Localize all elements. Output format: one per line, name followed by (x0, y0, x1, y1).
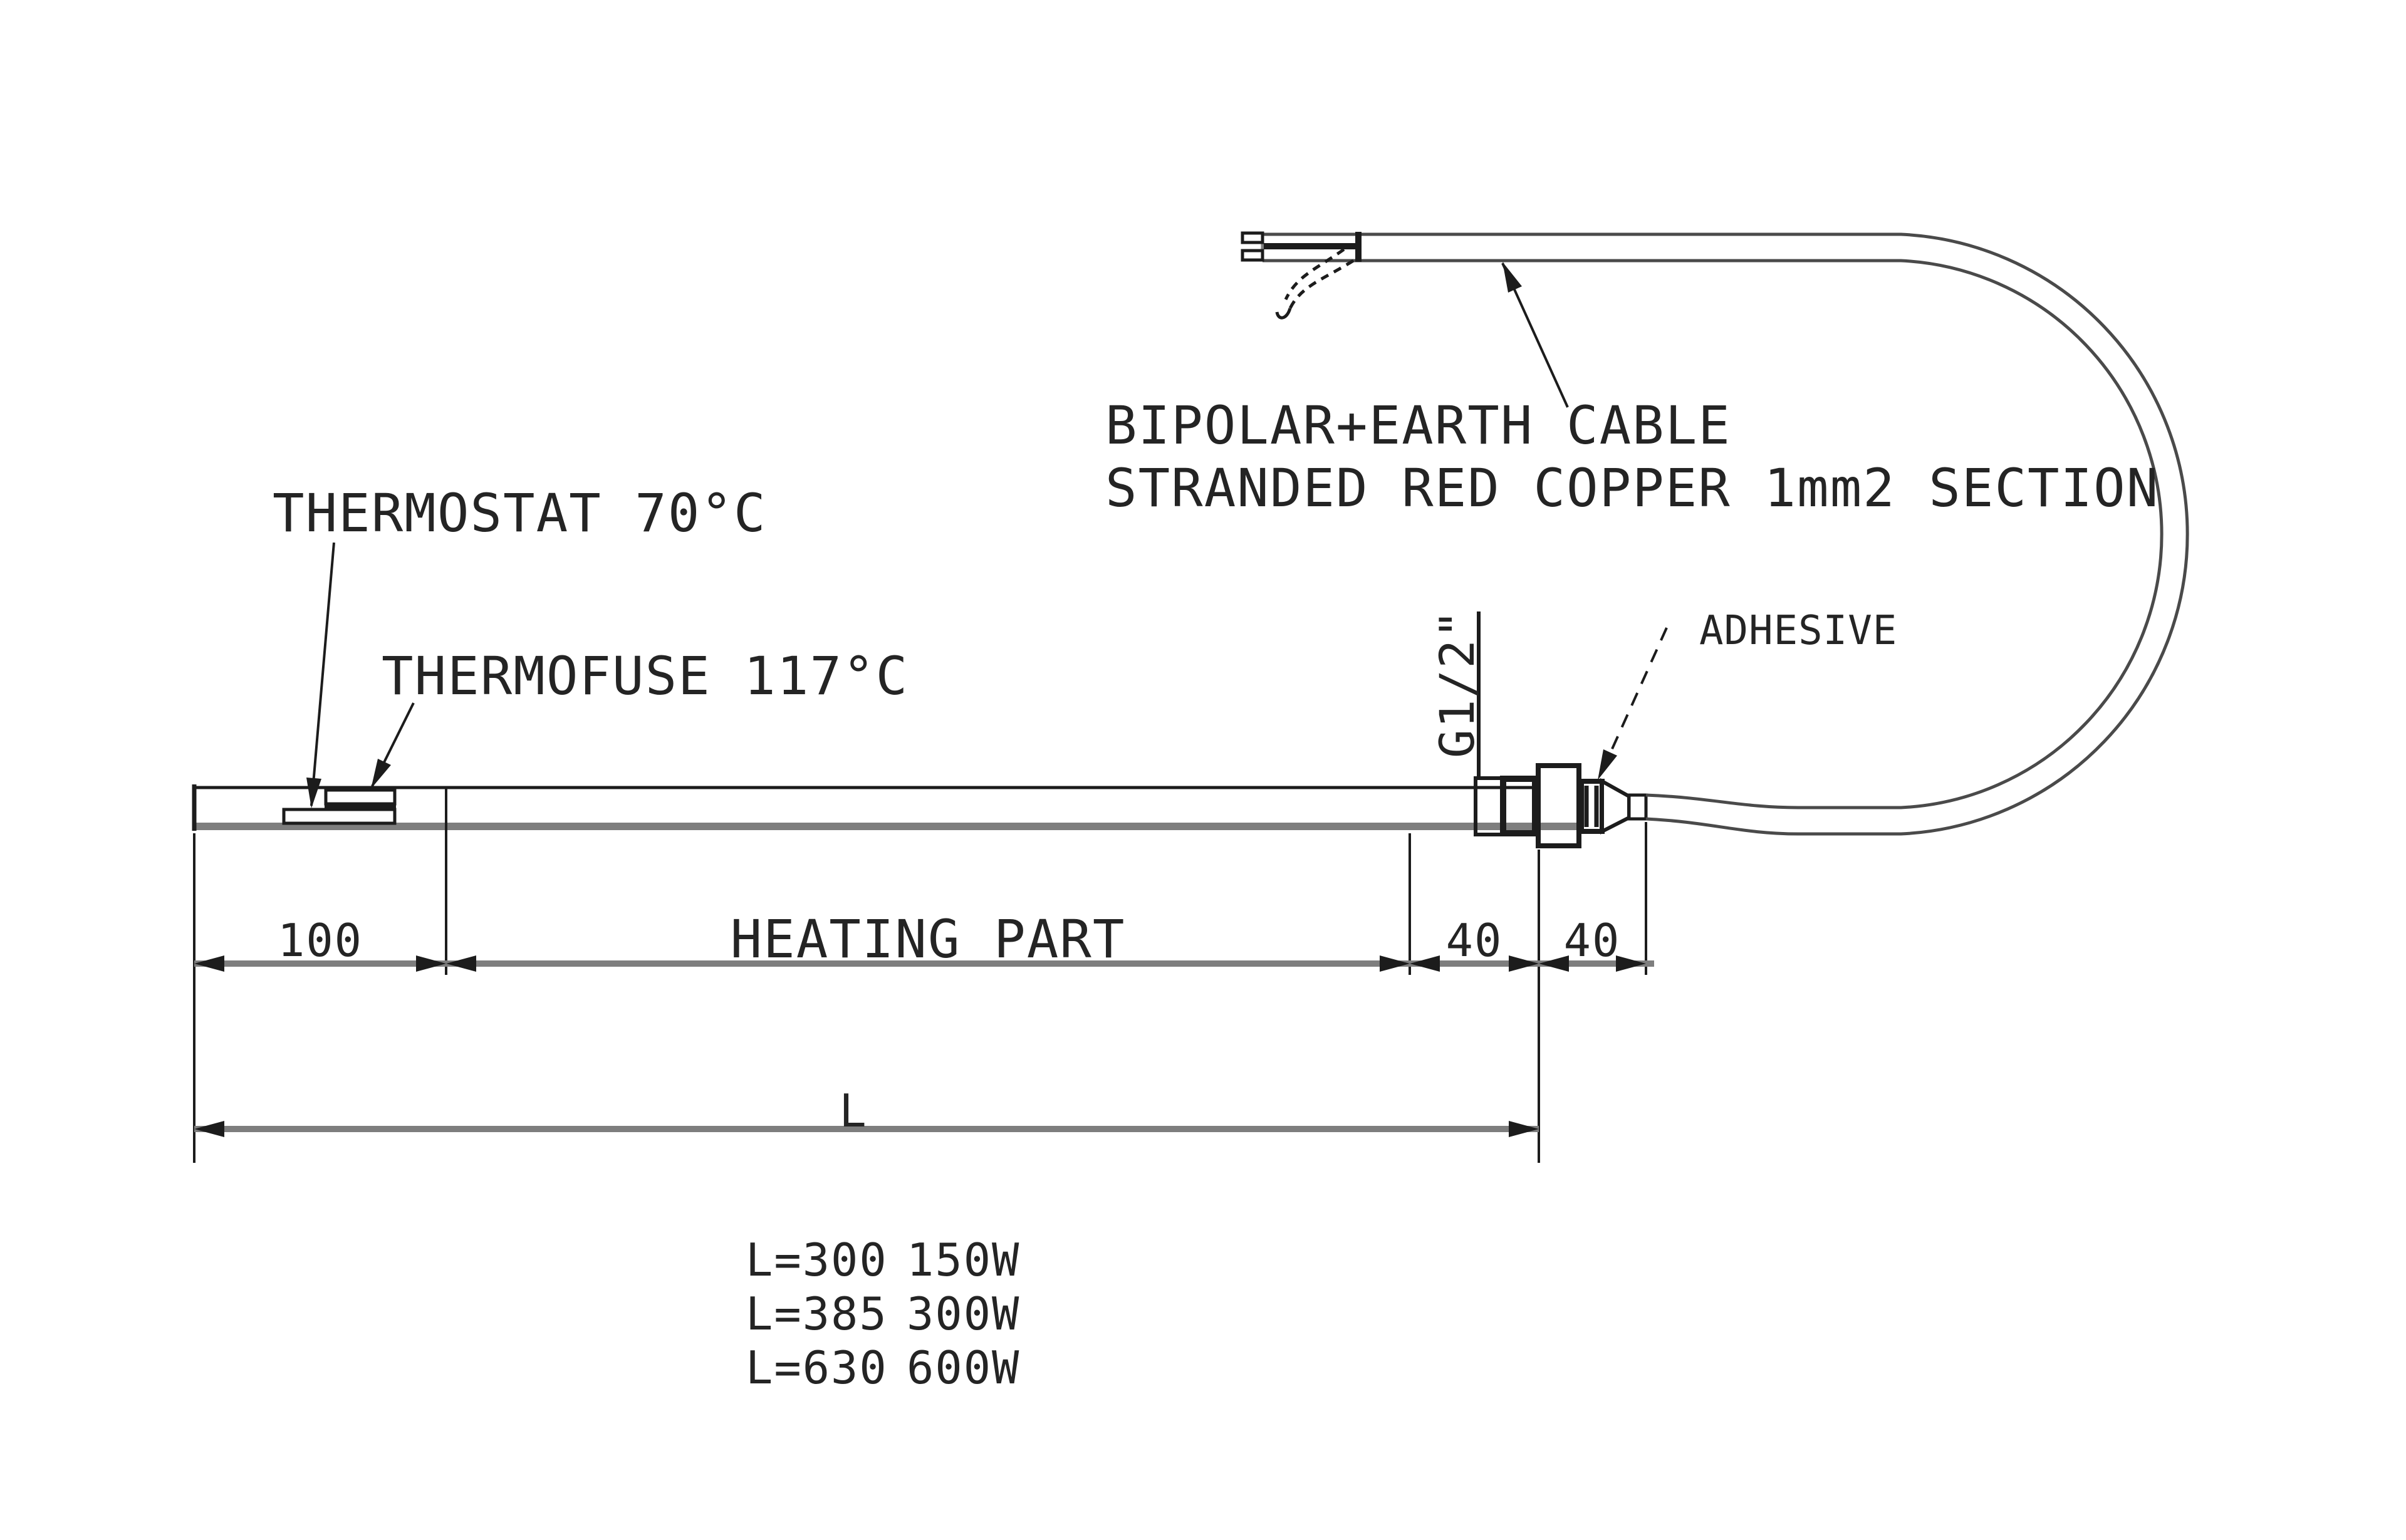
arrow-L-left (194, 1121, 224, 1137)
conductor-end-top (1241, 231, 1264, 244)
heater-tube (192, 784, 1581, 831)
cable-leader-arrow (1502, 262, 1522, 293)
arrow-100-left (194, 955, 224, 972)
thermofuse-label: THERMOFUSE 117°C (382, 645, 909, 707)
thermofuse-body (324, 788, 397, 806)
arrow-40b-right (1616, 955, 1646, 972)
earth-wire-outer (1288, 259, 1355, 310)
adhesive-leader-arrow (1598, 749, 1617, 780)
extension-lines (193, 611, 1647, 1163)
thermostat-leader-arrow (306, 778, 321, 808)
table-row-power: 150W (907, 1234, 1020, 1286)
length-power-table: L=300 150W L=385 300W L=630 600W (746, 1234, 1020, 1394)
arrow-40a-right (1509, 955, 1539, 972)
adhesive-leader (1598, 627, 1668, 779)
fitting-ring (1500, 776, 1538, 836)
cable-entry-bush (1627, 793, 1648, 821)
annotations: THERMOSTAT 70°C THERMOFUSE 117°C BIPOLAR… (273, 395, 2159, 1137)
dim-100-label: 100 (278, 914, 363, 967)
pipe-fitting (1474, 763, 1648, 848)
cable-inner-edge (1263, 259, 2164, 809)
cable-label-line2: STRANDED RED COPPER 1mm2 SECTION (1105, 457, 2159, 519)
arrow-40a-left (1410, 955, 1440, 972)
heating-part-label: HEATING PART (731, 908, 1126, 970)
table-row-length: L=300 (746, 1234, 888, 1286)
table-row-length: L=385 (746, 1288, 888, 1340)
arrow-heating-right (1380, 955, 1410, 972)
table-row-length: L=630 (746, 1341, 888, 1394)
table-row-power: 300W (907, 1288, 1020, 1340)
cable-cut-mark (1355, 232, 1362, 262)
thread-size-label: G1/2" (1429, 608, 1485, 758)
arrow-100-right (416, 955, 446, 972)
arrow-40b-left (1539, 955, 1569, 972)
arrow-L-right (1509, 1121, 1539, 1137)
thermostat-label: THERMOSTAT 70°C (273, 482, 767, 544)
adhesive-label: ADHESIVE (1699, 608, 1897, 654)
dim-40a-label: 40 (1446, 914, 1503, 967)
thermostat-leader (310, 542, 335, 806)
table-row-power: 600W (907, 1341, 1020, 1394)
conductor-end-bottom (1241, 249, 1264, 262)
thermostat-assembly (282, 788, 397, 825)
dim-40b-label: 40 (1564, 914, 1621, 967)
thermostat-body (282, 808, 397, 825)
leader-lines (306, 262, 1668, 808)
thermofuse-leader-arrow (371, 759, 391, 789)
dimension-arrows (194, 955, 1646, 1137)
cable-label-line1: BIPOLAR+EARTH CABLE (1105, 395, 1731, 456)
power-cable (1241, 231, 2189, 836)
earth-wire-hook (1275, 308, 1292, 320)
arrow-heating-left (446, 955, 476, 972)
cable-outer-edge (1263, 232, 2189, 836)
dim-L-label: L (839, 1085, 867, 1137)
